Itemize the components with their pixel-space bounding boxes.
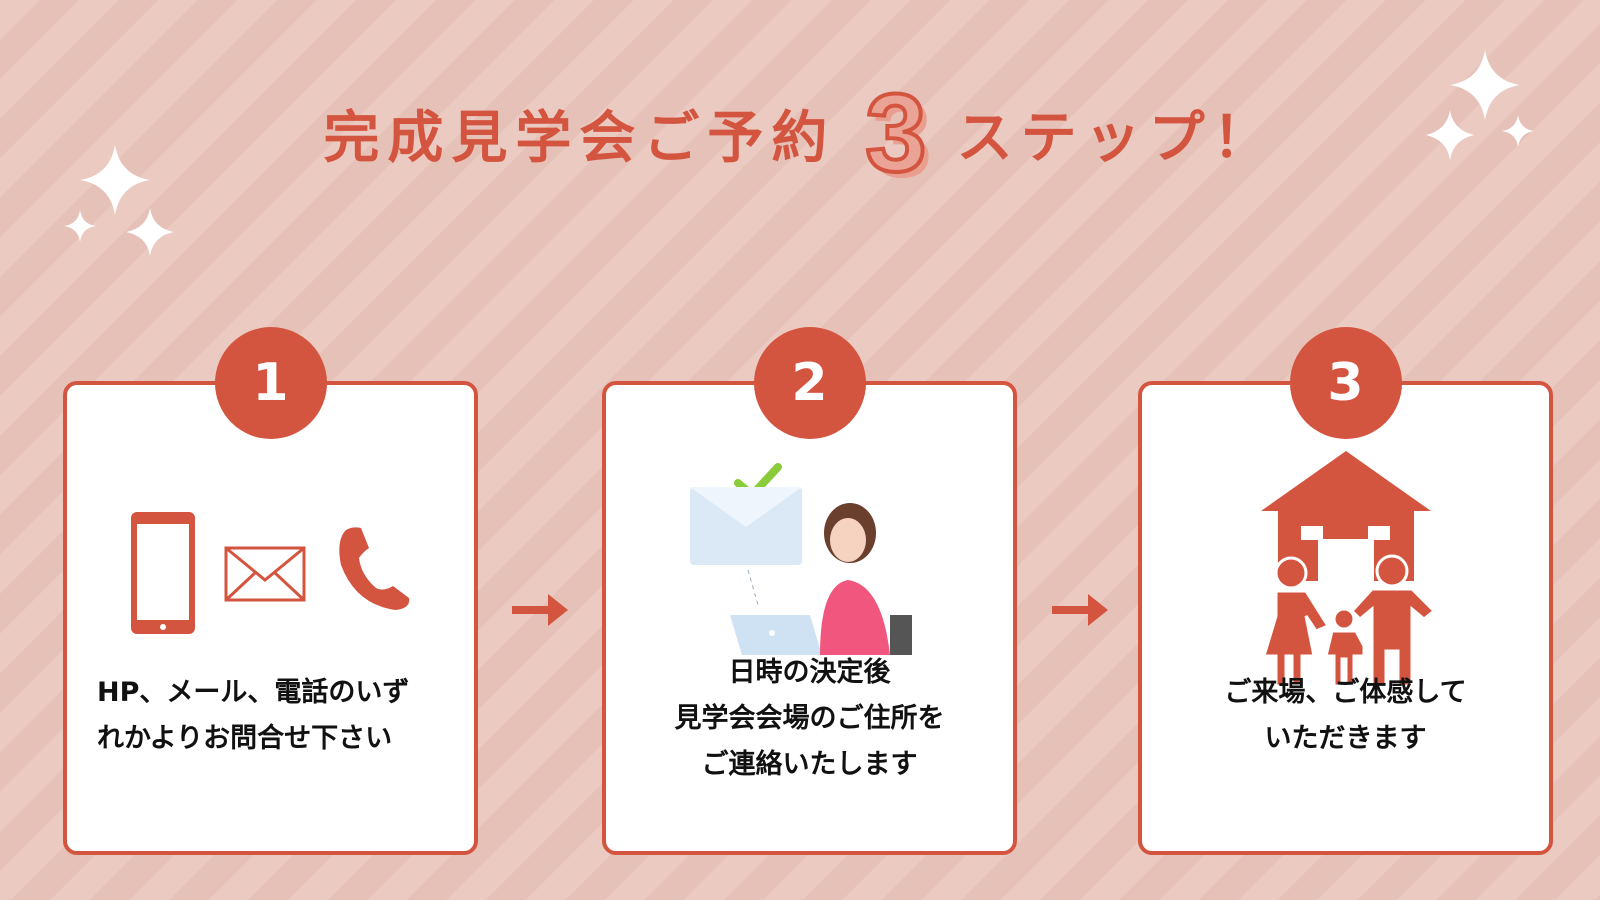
- sparkle-icon: [64, 145, 174, 256]
- email-confirmation-illustration: [606, 455, 1013, 655]
- arrow-right-icon: [512, 594, 568, 626]
- family-icon: [1261, 554, 1436, 686]
- step-card-2: 2 日時の決定後 見学会会場のご住所を ご連絡いたします: [602, 327, 1017, 855]
- description-line: れかよりお問合せ下さい: [97, 723, 393, 754]
- step-description: 日時の決定後 見学会会場のご住所を ご連絡いたします: [606, 650, 1013, 788]
- title-text: 完成見学会ご予約: [323, 106, 836, 171]
- envelope-icon: [689, 487, 802, 565]
- arrow-right-icon: [1052, 594, 1108, 626]
- description-line: ご連絡いたします: [701, 749, 918, 780]
- family-house-illustration: [1142, 451, 1549, 686]
- woman-avatar: [819, 503, 912, 655]
- step-description: ご来場、ご体感して いただきます: [1142, 670, 1549, 762]
- step-number-badge: 2: [753, 327, 866, 439]
- phone-icon: [338, 527, 409, 610]
- step-card-1: 1 HP、メール、電話のいず れかよりお問合せ下さい: [63, 327, 478, 855]
- smartphone-icon: [130, 512, 195, 634]
- page-title: 完成見学会ご予約 3 ステップ！: [0, 70, 1600, 197]
- step-number-badge: 1: [214, 327, 327, 439]
- description-line: ご来場、ご体感して: [1224, 677, 1467, 708]
- step-card-3: 3 ご来場、ご体感して いただきます: [1138, 327, 1553, 855]
- contact-illustration: [67, 510, 474, 640]
- step-description: HP、メール、電話のいず れかよりお問合せ下さい: [97, 670, 474, 762]
- house-icon: [1260, 451, 1431, 581]
- mail-icon: [224, 546, 305, 602]
- description-line: HP、メール、電話のいず: [97, 677, 410, 708]
- description-line: いただきます: [1264, 723, 1427, 754]
- description-line: 見学会会場のご住所を: [674, 703, 945, 734]
- title-suffix: ステップ！: [956, 106, 1277, 171]
- description-line: 日時の決定後: [728, 657, 891, 688]
- laptop-icon: [729, 615, 822, 655]
- title-number: 3: [863, 70, 928, 197]
- step-number-badge: 3: [1289, 327, 1402, 439]
- sparkle-icon: [1426, 50, 1534, 160]
